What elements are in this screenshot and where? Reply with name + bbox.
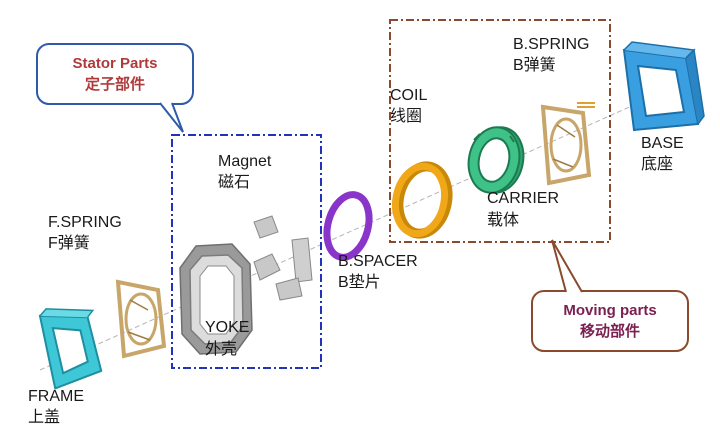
fspring-label-zh: F弹簧 (48, 235, 90, 252)
bspacer-part (323, 191, 373, 261)
bspring-label-en: B.SPRING (513, 36, 590, 53)
yoke-part (179, 243, 253, 355)
frame-label-zh: 上盖 (28, 409, 61, 426)
stator-group-box (171, 134, 322, 369)
fspring-part (115, 279, 167, 359)
bspring-label-zh: B弹簧 (513, 57, 556, 74)
moving-group-box (389, 19, 611, 243)
base-part (622, 41, 705, 132)
carrier-label-zh: 载体 (487, 212, 520, 229)
magnet-part (253, 215, 313, 301)
assembly-axis (39, 79, 691, 371)
stator-callout-title-en: Stator Parts (72, 55, 158, 72)
stator-callout (36, 43, 194, 133)
bspacer-label-en: B.SPACER (338, 253, 418, 270)
yoke-label-zh: 外壳 (205, 341, 238, 358)
stator-callout-title-zh: 定子部件 (84, 76, 145, 93)
moving-callout-title-en: Moving parts (563, 302, 657, 319)
frame-label-en: FRAME (28, 388, 84, 405)
moving-callout (531, 239, 689, 352)
coil-label-en: COIL (390, 87, 428, 104)
carrier-part (467, 126, 525, 194)
coil-label-zh: 线圈 (390, 108, 423, 125)
fspring-label-en: F.SPRING (48, 214, 122, 231)
yoke-label-en: YOKE (205, 319, 250, 336)
moving-callout-title-zh: 移动部件 (579, 323, 640, 340)
coil-part (391, 161, 453, 239)
base-label-zh: 底座 (641, 156, 674, 173)
magnet-label-zh: 磁石 (218, 174, 251, 191)
frame-part (38, 308, 103, 390)
magnet-label-en: Magnet (218, 153, 272, 170)
carrier-label-en: CARRIER (487, 190, 560, 207)
base-label-en: BASE (641, 135, 684, 152)
bspring-part (540, 102, 595, 186)
bspacer-label-zh: B垫片 (338, 274, 381, 291)
